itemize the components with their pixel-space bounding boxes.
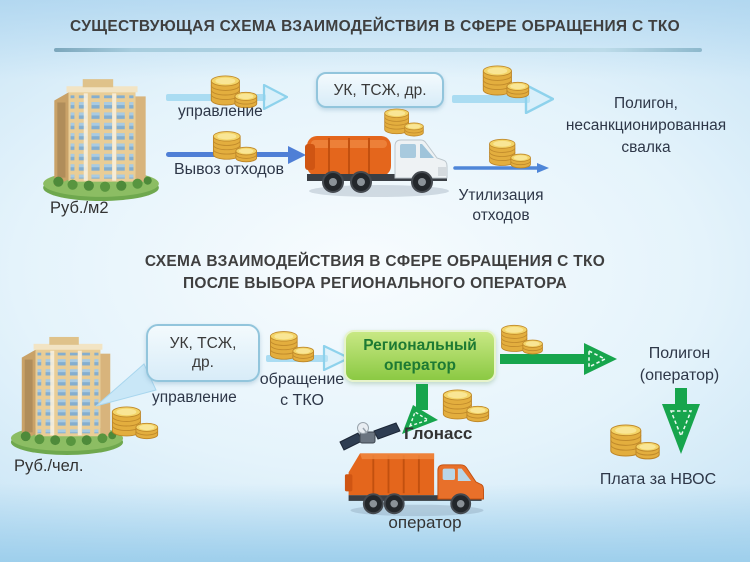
apartment-building-icon bbox=[40, 70, 162, 204]
garbage-truck-icon bbox=[342, 442, 492, 518]
coins-icon bbox=[482, 134, 538, 170]
operator-payment-elbow-arrow bbox=[402, 384, 438, 434]
tariff-per-m2-label: Руб./м2 bbox=[50, 199, 109, 217]
coins-icon bbox=[205, 126, 265, 164]
nvos-payment-label: Плата за НВОС bbox=[599, 471, 717, 488]
uk-tszh-box-label: УК, ТСЖ, др. bbox=[169, 335, 237, 371]
second-title-line2: ПОСЛЕ ВЫБОРА РЕГИОНАЛЬНОГО ОПЕРАТОРА bbox=[182, 275, 568, 292]
coins-icon bbox=[494, 320, 550, 356]
coins-icon bbox=[474, 60, 538, 100]
uk-tszh-box: УК, ТСЖ, др. bbox=[146, 324, 260, 382]
title-divider bbox=[54, 48, 702, 52]
waste-removal-arrow-label: Вывоз отходов bbox=[174, 161, 284, 178]
second-title-line1: СХЕМА ВЗАИМОДЕЙСТВИЯ В СФЕРЕ ОБРАЩЕНИЯ С… bbox=[144, 253, 606, 270]
glonass-label: Глонасс bbox=[404, 424, 473, 443]
nvos-payment-arrow bbox=[662, 388, 700, 454]
utilization-arrow bbox=[453, 163, 549, 173]
regional-operator-box: Региональный оператор bbox=[344, 330, 496, 382]
operator-landfill-label: Полигон (оператор) bbox=[639, 345, 720, 384]
tko-handling-label: обращение с ТКО bbox=[259, 371, 345, 409]
slide-title: СУЩЕСТВУЮЩАЯ СХЕМА ВЗАИМОДЕЙСТВИЯ В СФЕР… bbox=[70, 18, 680, 35]
management-arrow-label: управление bbox=[178, 103, 263, 120]
to-operator-landfill-arrow bbox=[500, 343, 617, 375]
utilization-label: Утилизация отходов bbox=[458, 187, 544, 224]
tariff-per-person-label: Руб./чел. bbox=[14, 457, 84, 475]
coins-icon bbox=[604, 418, 666, 462]
uk-tszh-box: УК, ТСЖ, др. bbox=[316, 72, 444, 108]
coins-icon bbox=[437, 384, 495, 424]
uk-tszh-box-label: УК, ТСЖ, др. bbox=[333, 81, 427, 99]
coins-icon bbox=[263, 326, 321, 364]
regional-operator-label: Региональный оператор bbox=[363, 337, 477, 374]
coins-icon bbox=[379, 104, 429, 138]
landfill-label: Полигон, несанкционированная свалка bbox=[565, 95, 727, 156]
operator-label: оператор bbox=[388, 513, 462, 532]
management-label: управление bbox=[152, 389, 237, 406]
